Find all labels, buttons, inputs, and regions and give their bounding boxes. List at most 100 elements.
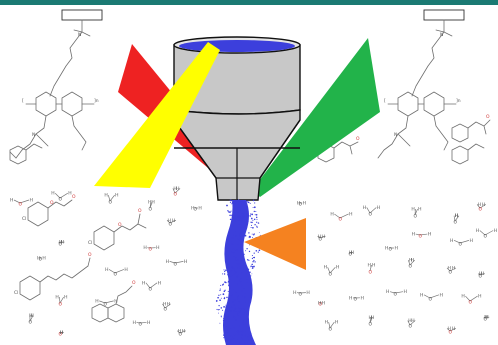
spray-dot <box>242 216 244 219</box>
svg-text:H: H <box>479 271 482 277</box>
water-molecule: OHH <box>59 330 64 338</box>
water-molecule: OHH <box>58 240 65 248</box>
spray-dot <box>236 216 238 218</box>
spray-dot <box>223 317 224 319</box>
spray-dot <box>218 304 220 307</box>
spray-dot <box>246 259 249 261</box>
svg-text:O: O <box>319 302 323 308</box>
spray-dot <box>252 219 254 221</box>
svg-text:H: H <box>306 290 309 296</box>
svg-text:H: H <box>184 259 187 265</box>
spray-dot <box>239 209 241 211</box>
spray-dot <box>232 226 234 228</box>
spray-dot <box>250 213 252 215</box>
svg-text:H: H <box>452 326 455 332</box>
spray-dot <box>217 296 219 299</box>
svg-text:H: H <box>105 267 108 273</box>
svg-text:O: O <box>59 302 63 308</box>
spray-dot <box>243 231 245 233</box>
water-molecule: OHH <box>446 326 457 336</box>
svg-text:O: O <box>132 280 136 286</box>
spray-dot <box>253 233 255 235</box>
spray-dot <box>228 283 231 285</box>
spray-dot <box>242 334 244 336</box>
spray-dot <box>259 234 261 236</box>
spray-dot <box>239 338 241 340</box>
svg-text:N: N <box>32 132 35 138</box>
spray-dot <box>245 272 248 274</box>
spray-dot <box>230 240 233 242</box>
spray-dot <box>242 230 245 232</box>
spray-dot <box>238 333 240 335</box>
spray-dot <box>239 331 241 333</box>
spray-dot <box>234 202 236 204</box>
svg-text:H: H <box>349 250 352 256</box>
spray-dot <box>240 280 242 283</box>
svg-text:H: H <box>461 294 464 300</box>
spray-dot <box>222 273 224 275</box>
spray-dot <box>254 202 256 204</box>
svg-text:H: H <box>452 265 455 271</box>
spray-dot <box>239 308 241 310</box>
spray-dot <box>241 330 244 333</box>
svg-text:H: H <box>37 255 40 261</box>
spray-dot <box>245 213 247 215</box>
svg-text:H: H <box>147 320 150 326</box>
spray-dot <box>226 333 228 334</box>
spray-dot <box>235 271 237 273</box>
svg-text:O: O <box>409 324 413 330</box>
svg-text:H: H <box>377 205 380 211</box>
svg-text:H: H <box>59 240 62 246</box>
spray-dot <box>220 307 223 309</box>
spray-dot <box>217 309 219 311</box>
spray-dot <box>249 215 252 217</box>
spray-dot <box>227 282 229 284</box>
spray-dot <box>252 267 254 269</box>
svg-text:O: O <box>164 307 168 313</box>
spray-dot <box>232 244 234 246</box>
svg-text:H: H <box>386 289 389 295</box>
spray-dot <box>252 234 255 236</box>
spray-dot <box>246 313 248 315</box>
spray-dot <box>236 238 239 240</box>
spray-dot <box>240 221 243 223</box>
spray-dot <box>223 273 226 275</box>
spray-dot <box>245 323 248 325</box>
svg-text:H: H <box>168 218 171 224</box>
svg-text:[: [ <box>22 98 24 104</box>
spray-dot <box>237 203 240 206</box>
svg-text:H: H <box>478 294 481 300</box>
lower-left-phenoxyacid-1: O O Cl <box>22 194 76 227</box>
spray-dot <box>239 270 241 272</box>
svg-text:H: H <box>478 202 481 208</box>
spray-dot <box>248 259 250 261</box>
spray-dot <box>230 340 231 342</box>
svg-text:O: O <box>369 270 373 276</box>
svg-text:H: H <box>351 250 354 256</box>
svg-text:H: H <box>394 245 397 251</box>
spray-dot <box>223 297 226 300</box>
spray-dot <box>233 207 236 209</box>
svg-text:O: O <box>149 287 153 293</box>
spray-dot <box>232 267 234 270</box>
svg-text:H: H <box>30 198 33 204</box>
spray-dot <box>229 214 231 216</box>
svg-text:H: H <box>484 315 487 321</box>
svg-text:H: H <box>173 186 176 192</box>
spray-dot <box>227 315 229 318</box>
spray-dot <box>241 200 243 203</box>
spray-dot <box>246 248 248 250</box>
svg-text:O: O <box>174 262 178 268</box>
spray-dot <box>241 334 243 336</box>
svg-text:O: O <box>409 264 413 270</box>
spray-dot <box>238 263 241 265</box>
spray-dot <box>243 320 244 321</box>
svg-text:H: H <box>439 292 442 298</box>
